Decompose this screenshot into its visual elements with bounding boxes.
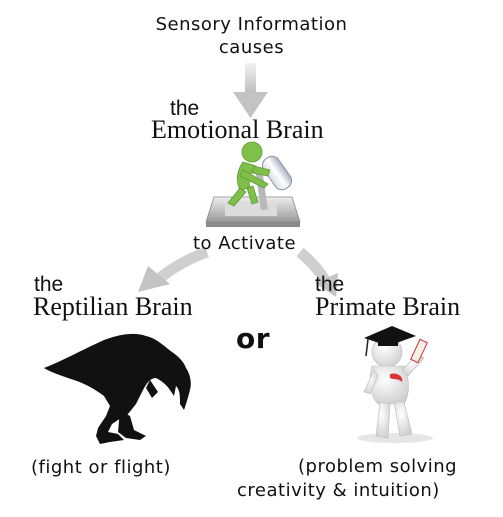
sensory-label-line2: causes: [218, 37, 285, 58]
sensory-label-line1: Sensory Information: [155, 14, 348, 35]
primate-caption-line2: creativity & intuition): [237, 480, 440, 501]
reptilian-brain-title: Reptilian Brain: [33, 292, 193, 321]
arrow-down-icon: [233, 63, 268, 118]
primate-brain-title: Primate Brain: [315, 292, 461, 321]
reptilian-the-label: the: [34, 273, 64, 296]
arrow-down-left-icon: [138, 246, 209, 292]
activate-label: to Activate: [193, 233, 297, 254]
emotional-the-label: the: [170, 97, 200, 120]
emotional-brain-title: Emotional Brain: [151, 115, 324, 144]
primate-caption-line1: (problem solving: [298, 456, 458, 477]
or-label: or: [236, 322, 271, 355]
primate-the-label: the: [315, 273, 345, 296]
arrow-down-right-icon: [296, 247, 338, 297]
reptilian-caption: (fight or flight): [31, 457, 171, 478]
